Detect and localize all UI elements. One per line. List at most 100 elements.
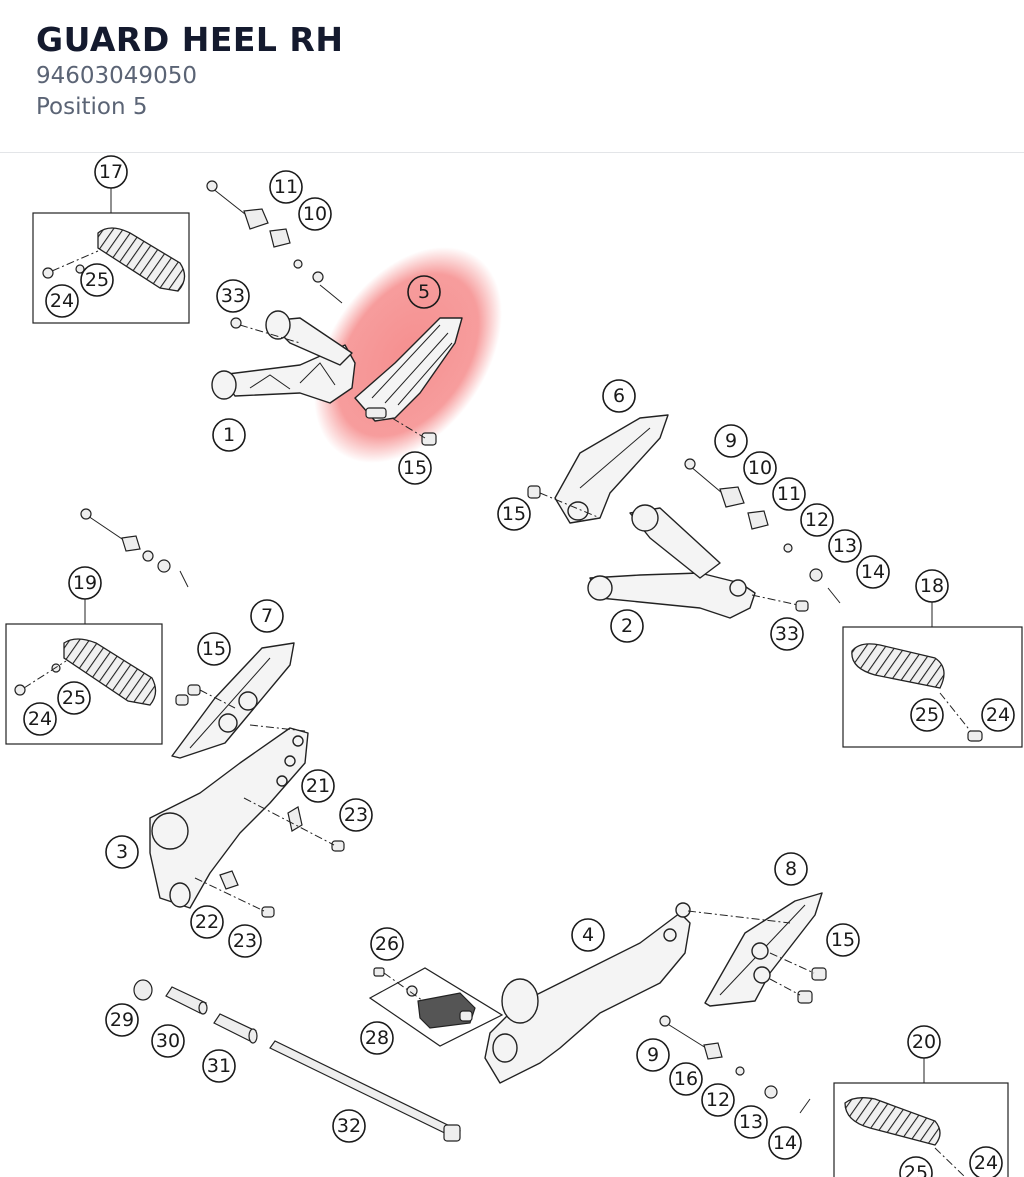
- footpeg-inset-20[interactable]: [833, 1057, 1009, 1177]
- callout-6[interactable]: 6: [602, 379, 636, 413]
- svg-text:23: 23: [344, 804, 368, 826]
- svg-text:33: 33: [775, 623, 799, 645]
- callout-32[interactable]: 32: [332, 1109, 366, 1143]
- svg-text:25: 25: [62, 687, 86, 709]
- svg-text:12: 12: [706, 1089, 730, 1111]
- callout-14[interactable]: 14: [768, 1126, 802, 1160]
- callout-23[interactable]: 23: [339, 798, 373, 832]
- callout-15[interactable]: 15: [826, 923, 860, 957]
- svg-text:10: 10: [303, 203, 327, 225]
- callout-29[interactable]: 29: [105, 1003, 139, 1037]
- svg-text:18: 18: [920, 575, 944, 597]
- callout-22[interactable]: 22: [190, 905, 224, 939]
- callout-3[interactable]: 3: [105, 835, 139, 869]
- callout-24[interactable]: 24: [981, 698, 1015, 732]
- svg-text:7: 7: [261, 605, 273, 627]
- callout-25[interactable]: 25: [80, 263, 114, 297]
- callout-10[interactable]: 10: [743, 451, 777, 485]
- callout-5[interactable]: 5: [407, 275, 441, 309]
- callout-25[interactable]: 25: [57, 681, 91, 715]
- part-position: Position 5: [36, 94, 148, 120]
- header-divider: [0, 152, 1024, 153]
- svg-text:31: 31: [207, 1055, 231, 1077]
- callout-14[interactable]: 14: [856, 555, 890, 589]
- callout-33[interactable]: 33: [770, 617, 804, 651]
- svg-text:21: 21: [306, 775, 330, 797]
- callout-1[interactable]: 1: [212, 418, 246, 452]
- callout-9[interactable]: 9: [636, 1038, 670, 1072]
- heel-guard-5[interactable]: [354, 317, 463, 422]
- hardware-left-middle: [80, 508, 189, 588]
- callout-15[interactable]: 15: [398, 451, 432, 485]
- svg-text:10: 10: [748, 457, 772, 479]
- svg-text:25: 25: [85, 269, 109, 291]
- callout-9[interactable]: 9: [714, 424, 748, 458]
- hardware-top-left: [206, 180, 437, 446]
- svg-text:15: 15: [403, 457, 427, 479]
- callout-24[interactable]: 24: [969, 1146, 1003, 1177]
- callout-26[interactable]: 26: [370, 927, 404, 961]
- callout-15[interactable]: 15: [497, 497, 531, 531]
- callout-25[interactable]: 25: [910, 698, 944, 732]
- callout-28[interactable]: 28: [360, 1021, 394, 1055]
- svg-text:24: 24: [986, 704, 1010, 726]
- svg-text:11: 11: [274, 176, 298, 198]
- exploded-parts-diagram[interactable]: 17 11 10 25 24 33 5 1 15 6 9 10 11 12 13…: [0, 153, 1024, 1177]
- hardware-bottom: [659, 910, 827, 1114]
- svg-text:9: 9: [725, 430, 737, 452]
- callout-30[interactable]: 30: [151, 1024, 185, 1058]
- callout-labels: 17 11 10 25 24 33 5 1 15 6 9 10 11 12 13…: [23, 155, 1015, 1177]
- svg-text:32: 32: [337, 1115, 361, 1137]
- callout-24[interactable]: 24: [45, 284, 79, 318]
- svg-text:8: 8: [785, 858, 797, 880]
- svg-text:16: 16: [674, 1068, 698, 1090]
- callout-20[interactable]: 20: [907, 1025, 941, 1059]
- footpeg-inset-19[interactable]: [5, 599, 163, 745]
- svg-text:15: 15: [502, 503, 526, 525]
- part-number: 94603049050: [36, 63, 197, 89]
- bracket-4[interactable]: [484, 902, 691, 1084]
- callout-18[interactable]: 18: [915, 569, 949, 603]
- callout-7[interactable]: 7: [250, 599, 284, 633]
- svg-text:26: 26: [375, 933, 399, 955]
- svg-text:17: 17: [99, 161, 123, 183]
- heel-guard-8[interactable]: [704, 892, 823, 1007]
- callout-11[interactable]: 11: [772, 477, 806, 511]
- svg-text:15: 15: [831, 929, 855, 951]
- bracket-3[interactable]: [149, 727, 309, 909]
- callout-11[interactable]: 11: [269, 170, 303, 204]
- svg-text:33: 33: [221, 285, 245, 307]
- svg-text:22: 22: [195, 911, 219, 933]
- callout-33[interactable]: 33: [216, 279, 250, 313]
- callout-13[interactable]: 13: [734, 1105, 768, 1139]
- callout-2[interactable]: 2: [610, 609, 644, 643]
- callout-21[interactable]: 21: [301, 769, 335, 803]
- callout-16[interactable]: 16: [669, 1062, 703, 1096]
- svg-text:24: 24: [50, 290, 74, 312]
- inset-26-28[interactable]: [368, 967, 504, 1047]
- callout-4[interactable]: 4: [571, 918, 605, 952]
- heel-guard-7[interactable]: [171, 642, 295, 759]
- callout-25[interactable]: 25: [899, 1156, 933, 1177]
- callout-24[interactable]: 24: [23, 702, 57, 736]
- callout-19[interactable]: 19: [68, 566, 102, 600]
- callout-31[interactable]: 31: [202, 1049, 236, 1083]
- svg-text:6: 6: [613, 385, 625, 407]
- footpeg-inset-17[interactable]: [32, 187, 190, 324]
- callout-13[interactable]: 13: [828, 529, 862, 563]
- part-title: GUARD HEEL RH: [36, 20, 344, 59]
- callout-12[interactable]: 12: [701, 1083, 735, 1117]
- svg-text:19: 19: [73, 572, 97, 594]
- callout-8[interactable]: 8: [774, 852, 808, 886]
- callout-10[interactable]: 10: [298, 197, 332, 231]
- svg-text:30: 30: [156, 1030, 180, 1052]
- callout-15[interactable]: 15: [197, 632, 231, 666]
- bushings-and-axle: [133, 979, 461, 1142]
- footpeg-inset-18[interactable]: [842, 601, 1023, 748]
- svg-text:1: 1: [223, 424, 235, 446]
- callout-23[interactable]: 23: [228, 924, 262, 958]
- callout-17[interactable]: 17: [94, 155, 128, 189]
- bracket-1[interactable]: [211, 310, 356, 404]
- bracket-2[interactable]: [587, 504, 756, 619]
- callout-12[interactable]: 12: [800, 503, 834, 537]
